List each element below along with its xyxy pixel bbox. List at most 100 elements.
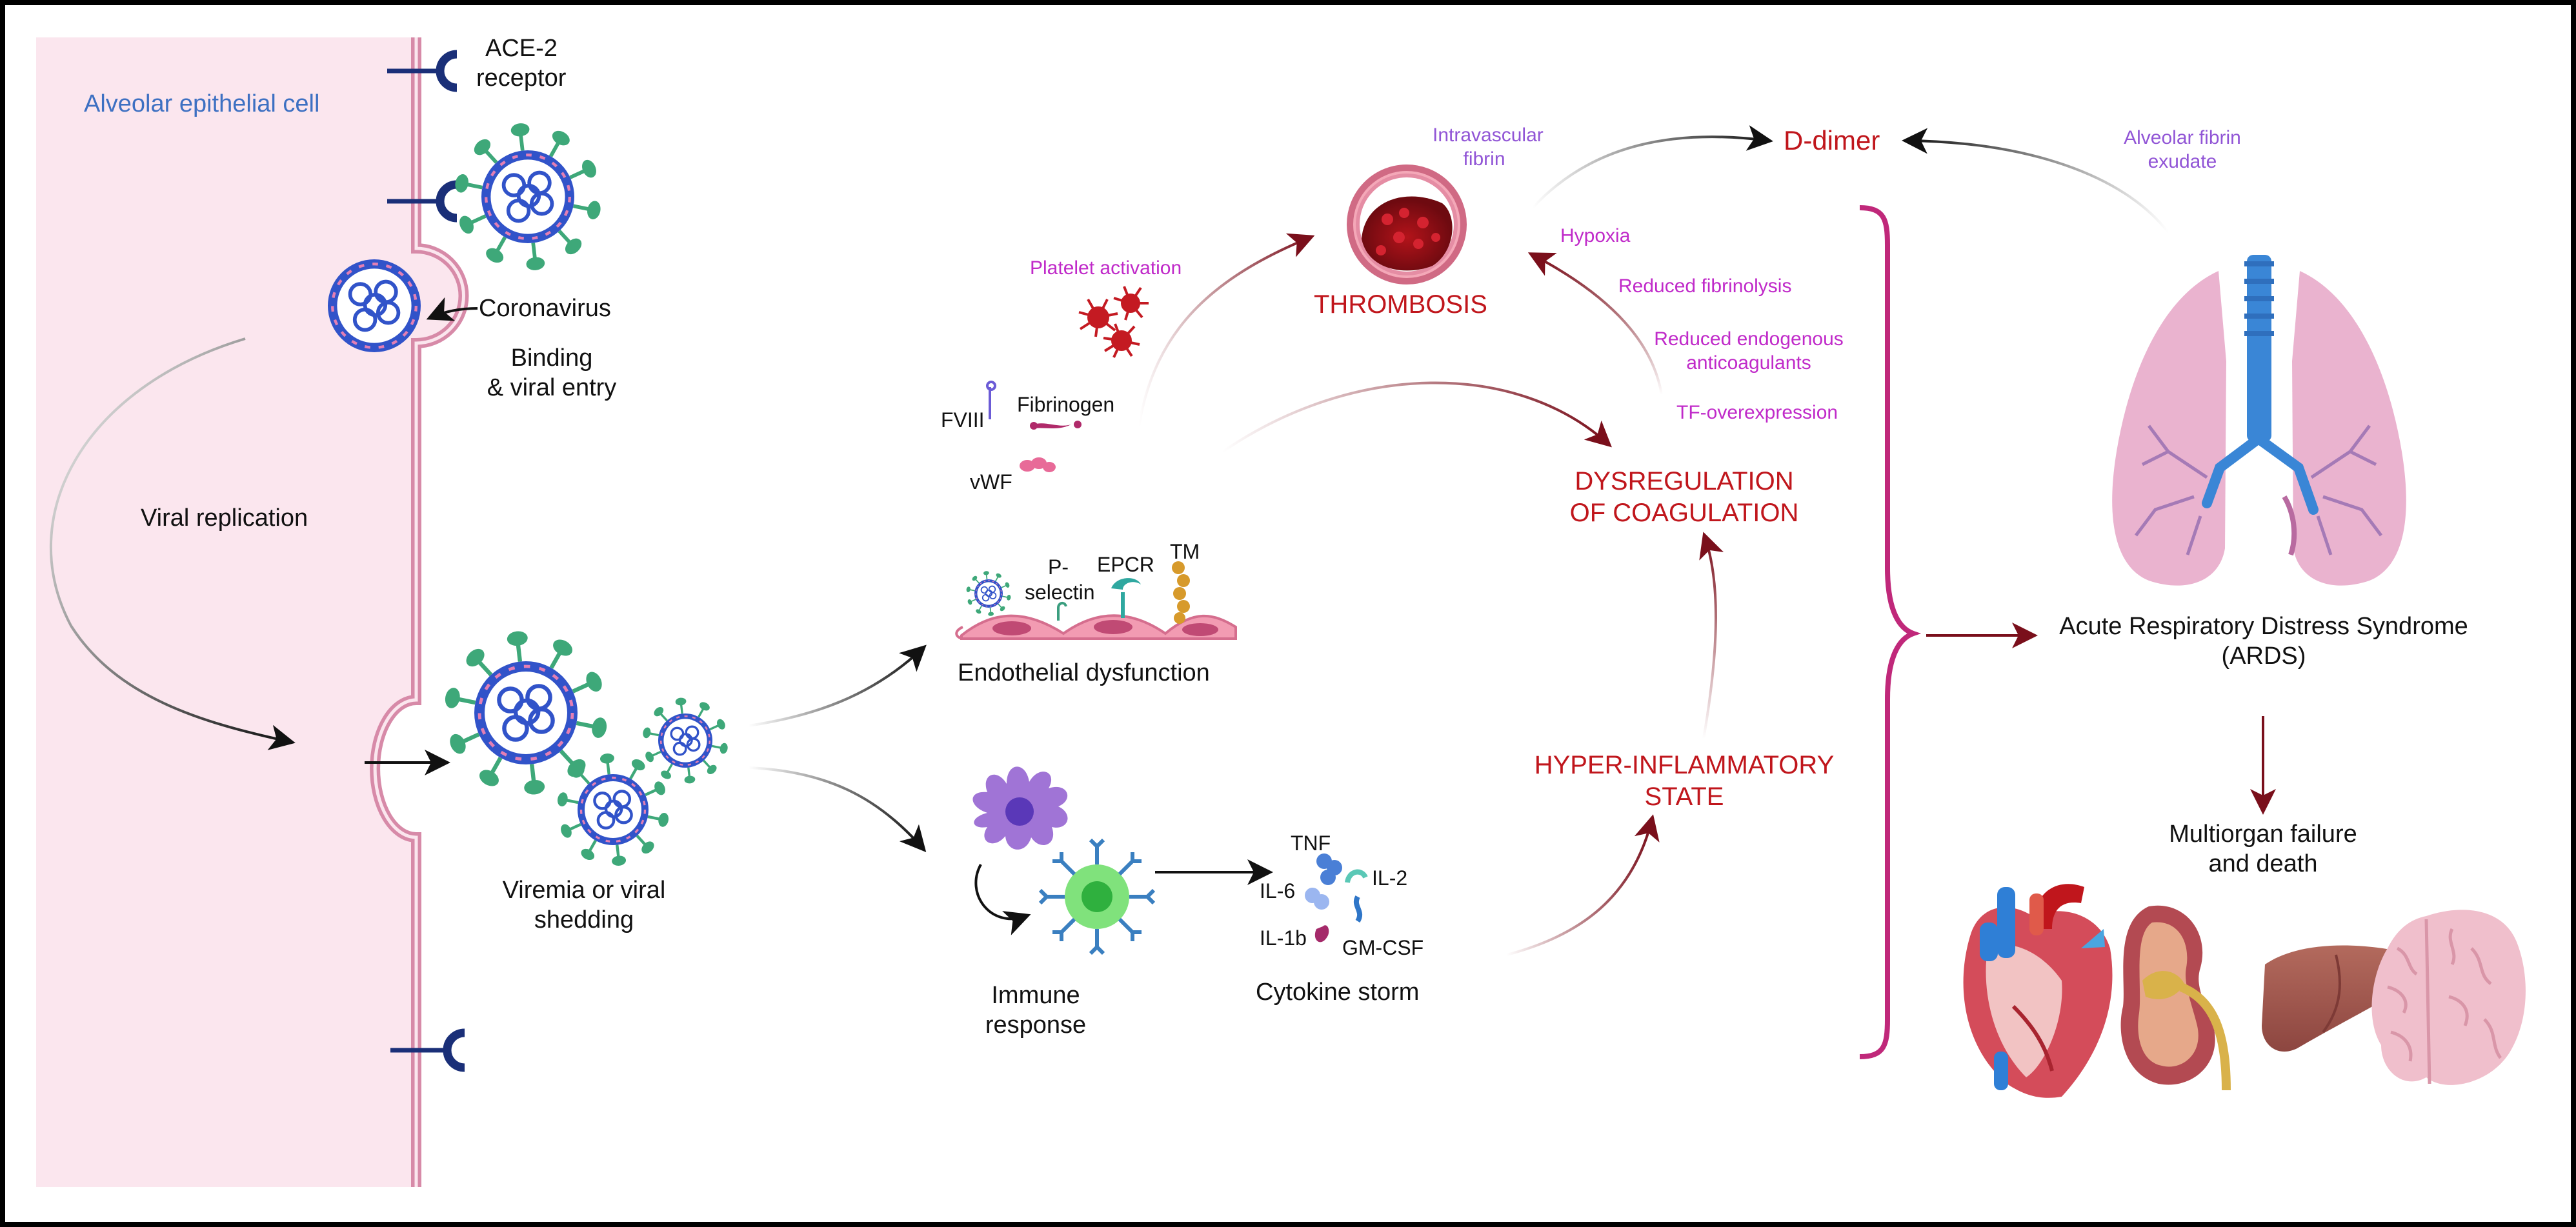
tm-icon — [1172, 561, 1190, 624]
ace2-receptor-label: ACE-2 receptor — [476, 34, 566, 94]
arrow-to-dysregulation-from-inflammation — [1699, 532, 1724, 739]
arrow-to-ddimer-left — [1531, 125, 1773, 209]
tnf-cytokine-icon — [1316, 853, 1342, 885]
p-selectin-line2: selectin — [1025, 581, 1095, 604]
arrow-to-ddimer-right — [1902, 128, 2169, 234]
kidney-icon — [2120, 905, 2231, 1091]
arrow-to-hyperinflammatory — [1506, 814, 1660, 956]
reduced-fibrinolysis-label: Reduced fibrinolysis — [1618, 275, 1792, 297]
arrow-to-thrombosis — [1138, 233, 1315, 426]
il6-label: IL-6 — [1260, 879, 1296, 903]
multiorgan-line1: Multiorgan failure — [2169, 821, 2357, 848]
brain-icon — [2371, 910, 2526, 1085]
fibrinogen-label: Fibrinogen — [1017, 393, 1115, 416]
viremia-line1: Viremia or viral — [502, 877, 666, 904]
dysregulation-label: DYSREGULATION OF COAGULATION — [1555, 466, 1813, 529]
coronavirus-icon — [445, 631, 607, 795]
thrombosis-label: THROMBOSIS — [1314, 290, 1487, 319]
ace2-receptor-icon — [387, 180, 458, 223]
gmcsf-label: GM-CSF — [1342, 936, 1424, 959]
dendritic-cell-icon — [972, 766, 1068, 850]
exudate-line1: Alveolar fibrin — [2124, 127, 2241, 148]
alveolar-epithelial-cell — [36, 37, 469, 1187]
coronavirus-icon — [455, 123, 601, 270]
ards-line2: (ARDS) — [2221, 643, 2306, 670]
tnf-label: TNF — [1291, 832, 1331, 855]
thrombus-vessel-icon — [1347, 165, 1467, 284]
p-selectin-label: P- selectin — [1025, 555, 1095, 605]
replication-arrow — [49, 337, 296, 750]
anticoag-line1: Reduced endogenous — [1654, 328, 1844, 350]
endothelial-dysfunction-label: Endothelial dysfunction — [958, 659, 1210, 686]
il1b-cytokine-icon — [1314, 925, 1329, 943]
dysregulation-line2: OF COAGULATION — [1569, 498, 1799, 527]
binding-arrow — [426, 297, 478, 321]
arrow-to-thrombosis-from-dysregulation — [1527, 252, 1663, 395]
hyperinflammatory-line1: HYPER-INFLAMMATORY — [1534, 751, 1835, 779]
il2-label: IL-2 — [1372, 866, 1408, 890]
vwf-label: vWF — [970, 470, 1012, 494]
epcr-icon — [1111, 578, 1141, 618]
platelet-activation-label: Platelet activation — [1030, 257, 1182, 279]
arrow-to-endothelium — [748, 644, 927, 727]
hypoxia-label: Hypoxia — [1560, 225, 1631, 246]
arrow-to-dysregulation — [1222, 381, 1612, 453]
grouping-brace — [1859, 205, 1922, 1059]
epcr-label: EPCR — [1097, 553, 1154, 576]
intravascular-line2: fibrin — [1463, 148, 1505, 170]
fviii-label: FVIII — [941, 408, 985, 432]
cytokine-storm-label: Cytokine storm — [1256, 979, 1420, 1006]
ards-line1: Acute Respiratory Distress Syndrome — [2059, 613, 2468, 640]
ace2-receptor-icon — [390, 1028, 465, 1072]
ace2-line2: receptor — [476, 65, 567, 92]
immune-line1: Immune — [991, 982, 1080, 1009]
intravascular-line1: Intravascular — [1433, 125, 1544, 146]
ards-label: Acute Respiratory Distress Syndrome (ARD… — [2038, 612, 2490, 672]
lungs-icon — [2112, 255, 2406, 586]
t-cell-icon — [1038, 838, 1156, 955]
binding-line1: Binding — [510, 344, 593, 372]
immune-response-label: Immune response — [984, 981, 1087, 1041]
viremia-label: Viremia or viral shedding — [481, 875, 687, 935]
fibrinogen-icon — [1030, 421, 1082, 430]
il1b-label: IL-1b — [1260, 926, 1307, 950]
coronavirus-icon — [643, 697, 728, 784]
multiorgan-line2: and death — [2208, 850, 2318, 878]
vwf-icon — [1020, 457, 1056, 472]
p-selectin-icon — [1057, 602, 1067, 621]
gmcsf-cytokine-icon — [1354, 895, 1363, 923]
multiorgan-failure-label: Multiorgan failure and death — [2134, 819, 2392, 879]
coronavirus-icon — [557, 753, 669, 866]
il2-cytokine-icon — [1345, 869, 1368, 883]
anticoag-line2: anticoagulants — [1686, 352, 1811, 374]
tm-label: TM — [1170, 540, 1200, 563]
hyperinflammatory-label: HYPER-INFLAMMATORY STATE — [1529, 750, 1839, 813]
dysregulation-line1: DYSREGULATION — [1575, 467, 1794, 495]
fviii-icon — [986, 381, 996, 419]
platelet-icon — [1078, 286, 1149, 358]
ace2-line1: ACE-2 — [485, 35, 558, 62]
binding-line2: & viral entry — [487, 374, 617, 402]
il6-cytokine-icon — [1305, 888, 1329, 910]
coronavirus-icon — [328, 259, 421, 352]
intravascular-fibrin-label: Intravascular fibrin — [1433, 124, 1544, 171]
ace2-receptor-icon — [387, 50, 458, 92]
hyperinflammatory-line2: STATE — [1644, 782, 1724, 811]
endothelial-cells-icon — [955, 614, 1237, 640]
activation-arrow — [974, 864, 1031, 935]
alveolar-fibrin-exudate-label: Alveolar fibrin exudate — [2111, 126, 2253, 174]
coronavirus-icon — [966, 571, 1011, 616]
tf-overexpression-label: TF-overexpression — [1676, 402, 1838, 423]
coronavirus-label: Coronavirus — [479, 295, 611, 322]
d-dimer-label: D-dimer — [1784, 125, 1880, 155]
p-selectin-line1: P- — [1048, 555, 1069, 579]
cell-label: Alveolar epithelial cell — [84, 90, 320, 117]
immune-line2: response — [985, 1012, 1087, 1039]
arrow-to-immune — [748, 766, 927, 853]
binding-label: Binding & viral entry — [452, 343, 652, 403]
viremia-line2: shedding — [534, 906, 634, 934]
reduced-anticoagulants-label: Reduced endogenous anticoagulants — [1639, 328, 1858, 375]
viral-replication-label: Viral replication — [141, 504, 308, 532]
